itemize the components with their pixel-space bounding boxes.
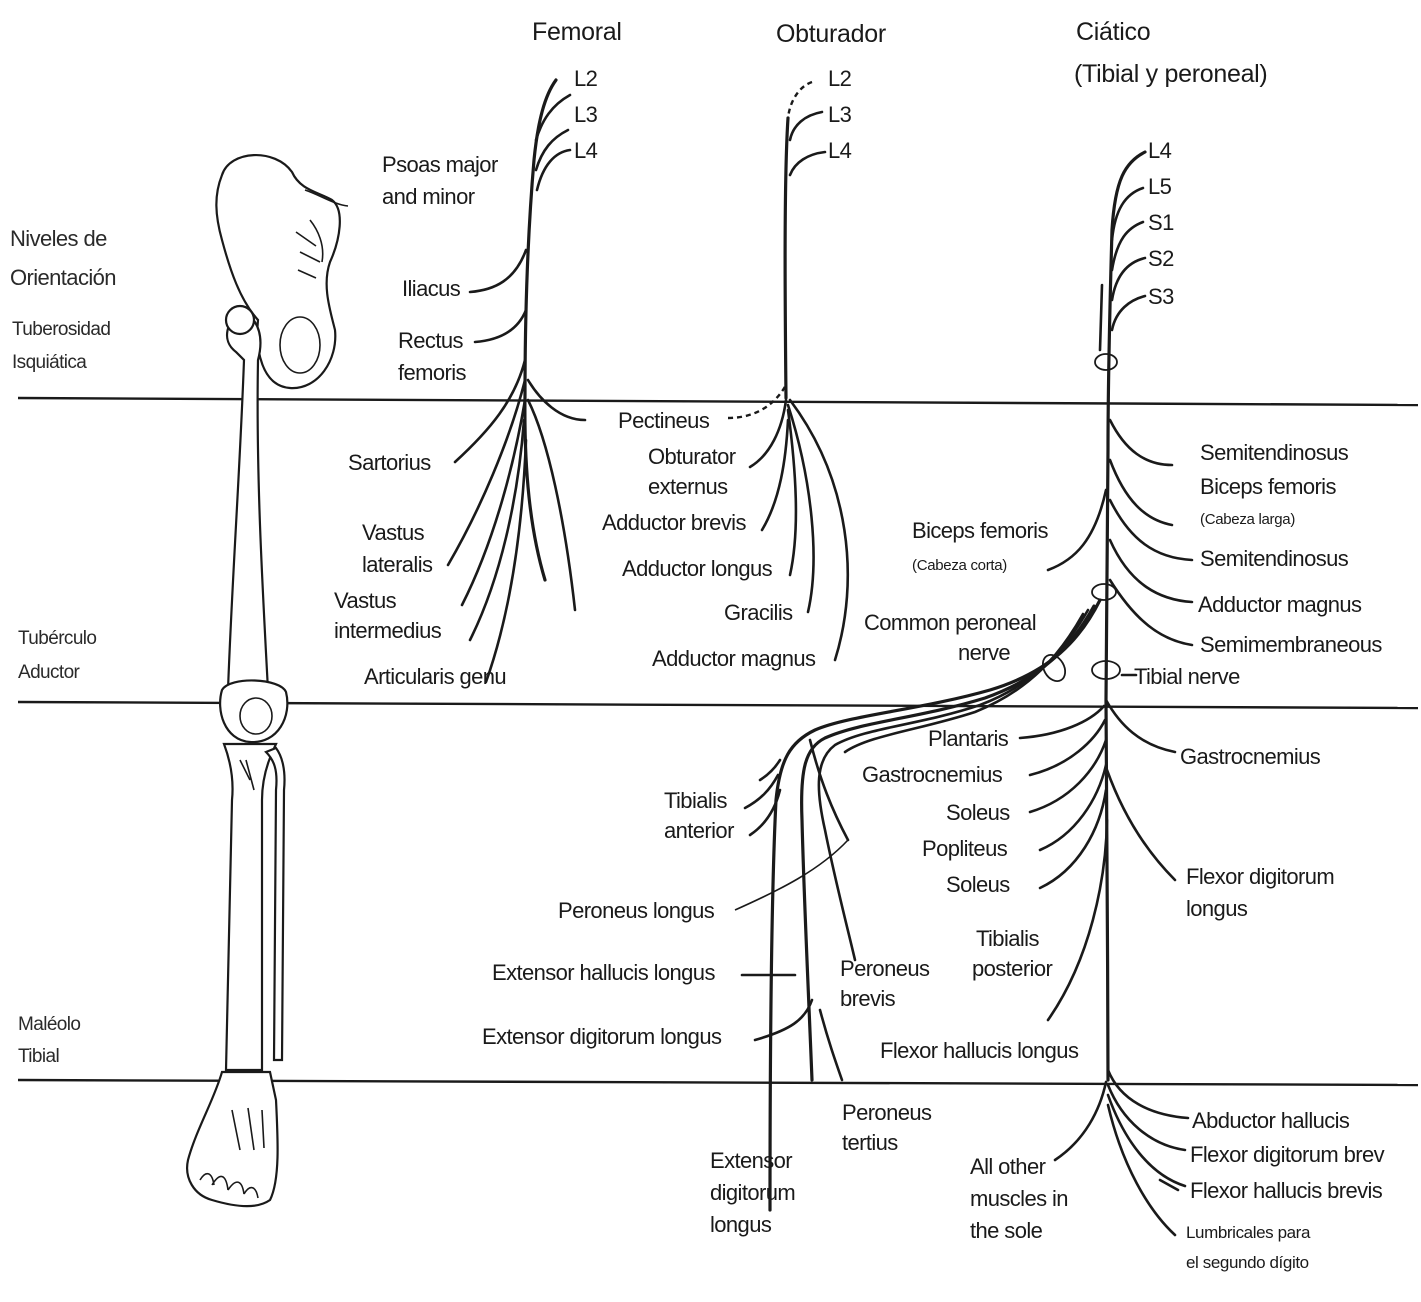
obturador-root-l4: L4 [828,138,852,163]
leg-skeleton-illustration [186,154,349,1208]
label-plantaris: Plantaris [928,726,1009,751]
label-vastus-intermedius: Vastus [334,588,397,613]
label-lumbricales: Lumbricales para [1186,1223,1311,1242]
femoral-root-l3: L3 [574,102,598,127]
header-ciatico: Ciático [1076,18,1150,46]
label-biceps-femoris-long: Biceps femoris [1200,474,1336,499]
label-peroneus-tertius-2: tertius [842,1130,898,1155]
label-biceps-femoris-short: Biceps femoris [912,518,1048,543]
label-tibialis-posterior: Tibialis [976,926,1039,951]
label-semitendinosus-1: Semitendinosus [1200,440,1349,465]
label-flexor-hallucis-longus: Flexor hallucis longus [880,1038,1079,1063]
ciatico-root-l5: L5 [1148,174,1172,199]
label-vastus-intermedius-2: intermedius [334,618,442,643]
label-peroneus-longus: Peroneus longus [558,898,715,923]
obturador-root-l3: L3 [828,102,852,127]
level-adductor-label-2: Aductor [18,662,81,683]
label-flexor-digitorum-longus: Flexor digitorum [1186,864,1334,889]
label-soleus-1: Soleus [946,800,1010,825]
label-psoas: Psoas major [382,152,498,177]
label-gastrocnemius-left: Gastrocnemius [862,762,1003,787]
label-adductor-magnus-obt: Adductor magnus [652,646,816,671]
level-ischial-label-2: Isquiática [12,352,87,373]
label-tibialis-anterior: Tibialis [664,788,727,813]
femoral-root-l2: L2 [574,66,598,91]
femoral-nerve [446,78,587,684]
label-extensor-hallucis-longus: Extensor hallucis longus [492,960,715,985]
label-lumbricales-2: el segundo dígito [1186,1253,1309,1272]
label-extensor-digitorum-longus-foot-3: longus [710,1212,772,1237]
header-obturador: Obturador [776,20,886,48]
ciatico-root-l4: L4 [1148,138,1172,163]
label-biceps-femoris-short-2: (Cabeza corta) [912,557,1007,574]
obturador-root-l2: L2 [828,66,852,91]
label-semimembranosus: Semimembraneous [1200,632,1382,657]
label-psoas-2: and minor [382,184,475,209]
ciatico-root-s2: S2 [1148,246,1174,271]
label-all-other-muscles: All other [970,1154,1046,1179]
label-articularis-genu: Articularis genu [364,664,506,689]
label-popliteus: Popliteus [922,836,1008,861]
label-pectineus: Pectineus [618,408,710,433]
femoral-root-l4: L4 [574,138,598,163]
label-biceps-femoris-long-2: (Cabeza larga) [1200,511,1295,528]
label-gastrocnemius-right: Gastrocnemius [1180,744,1321,769]
header-ciatico-subtitle: (Tibial y peroneal) [1074,60,1267,88]
label-tibialis-anterior-2: anterior [664,818,734,843]
label-flexor-digitorum-brevis: Flexor digitorum brev [1190,1142,1385,1167]
level-line-ischial [17,396,1419,407]
label-extensor-digitorum-longus-foot-2: digitorum [710,1180,795,1205]
obturator-nerve [727,80,850,662]
label-soleus-2: Soleus [946,872,1010,897]
header-femoral: Femoral [532,18,622,46]
label-sartorius: Sartorius [348,450,431,475]
label-rectus-femoris-2: femoris [398,360,467,385]
level-malleolus-label: Maléolo [18,1014,80,1035]
label-vastus-lateralis: Vastus [362,520,425,545]
levels-title: Niveles de [10,226,107,251]
label-semitendinosus-2: Semitendinosus [1200,546,1349,571]
level-adductor-label: Tubérculo [18,628,96,649]
label-tibial-nerve: Tibial nerve [1134,664,1240,689]
label-obturator-externus-2: externus [648,474,728,499]
label-iliacus: Iliacus [402,276,461,301]
label-abductor-hallucis: Abductor hallucis [1192,1108,1350,1133]
label-extensor-digitorum-longus: Extensor digitorum longus [482,1024,722,1049]
label-adductor-brevis: Adductor brevis [602,510,746,535]
ciatico-root-s1: S1 [1148,210,1174,235]
label-peroneus-brevis-2: brevis [840,986,896,1011]
label-obturator-externus: Obturator [648,444,736,469]
label-vastus-lateralis-2: lateralis [362,552,433,577]
label-common-peroneal-nerve-2: nerve [958,640,1010,665]
label-common-peroneal-nerve: Common peroneal [864,610,1036,635]
label-flexor-hallucis-brevis: Flexor hallucis brevis [1190,1178,1383,1203]
ciatico-root-s3: S3 [1148,284,1174,309]
label-all-other-muscles-2: muscles in [970,1186,1068,1211]
level-ischial-label: Tuberosidad [12,319,110,340]
label-extensor-digitorum-longus-foot: Extensor [710,1148,792,1173]
levels-title-2: Orientación [10,265,116,290]
level-malleolus-label-2: Tibial [18,1046,59,1067]
label-flexor-digitorum-longus-2: longus [1186,896,1248,921]
label-tibialis-posterior-2: posterior [972,956,1052,981]
label-adductor-longus: Adductor longus [622,556,773,581]
sciatic-nerve [734,150,1194,1237]
label-all-other-muscles-3: the sole [970,1218,1043,1243]
label-peroneus-tertius: Peroneus [842,1100,932,1125]
label-gracilis: Gracilis [724,600,793,625]
label-rectus-femoris: Rectus [398,328,463,353]
label-adductor-magnus-sci: Adductor magnus [1198,592,1362,617]
label-peroneus-brevis: Peroneus [840,956,930,981]
